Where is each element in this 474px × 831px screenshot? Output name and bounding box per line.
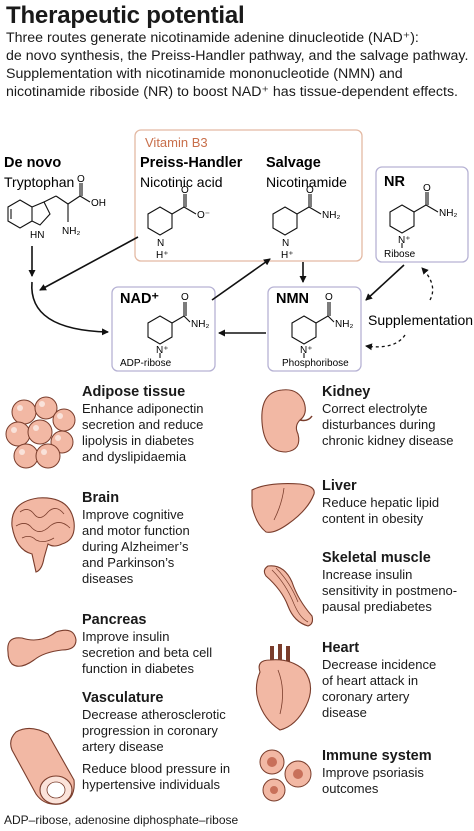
organ-desc: Improve insulin secretion and beta cell …	[82, 629, 213, 676]
adp-ribose-label: ADP-ribose	[120, 358, 172, 369]
kidney-icon	[261, 389, 313, 453]
arrow-nad-to-nicotinamide	[211, 258, 271, 301]
organ-title: Pancreas	[82, 612, 147, 628]
nr-box	[375, 166, 469, 263]
nmn-structure	[291, 302, 335, 358]
phosphoribose-label: Phosphoribose	[282, 358, 349, 369]
organ-kidney: Kidney Correct electrolyte disturbances …	[322, 384, 454, 449]
intro-text: Three routes generate nicotinamide adeni…	[6, 29, 470, 101]
organ-desc: Correct electrolyte disturbances during …	[322, 401, 454, 448]
organ-desc: Increase insulin sensitivity in postmeno…	[322, 567, 458, 614]
nicotinic-acid-structure	[147, 194, 197, 236]
organ-adipose: Adipose tissue Enhance adiponectin secre…	[82, 384, 203, 465]
preiss-handler-title: Preiss-Handler	[140, 155, 243, 171]
liver-icon	[251, 483, 315, 533]
atom-o: O	[423, 183, 431, 194]
heart-icon	[255, 644, 312, 731]
organ-pancreas: Pancreas Improve insulin secretion and b…	[82, 612, 212, 677]
adipose-icon	[5, 396, 76, 469]
atom-o: O	[181, 185, 189, 196]
organ-desc: Enhance adiponectin secretion and reduce…	[82, 401, 204, 464]
supplementation-label: Supplementation	[368, 312, 473, 328]
atom-o: O	[181, 292, 189, 303]
organ-immune-system: Immune system Improve psoriasis outcomes	[322, 748, 432, 797]
organ-skeletal-muscle: Skeletal muscle Increase insulin sensiti…	[322, 550, 457, 615]
nicotinic-acid-label: Nicotinic acid	[140, 174, 222, 190]
atom-o: O	[77, 174, 85, 185]
organ-title: Brain	[82, 490, 120, 506]
atom-n: N	[157, 238, 164, 249]
arrow-nr-to-nmn	[365, 264, 405, 301]
nad-box	[111, 286, 216, 372]
organ-title: Vasculature	[82, 690, 164, 706]
atom-nh2: NH₂	[322, 210, 340, 221]
atom-n: N	[282, 238, 289, 249]
organ-desc: Decrease atherosclerotic progression in …	[82, 707, 226, 754]
tryptophan-structure	[7, 183, 91, 229]
intro-line: Supplementation with nicotinamide mononu…	[6, 66, 403, 82]
nr-structure	[389, 192, 439, 248]
organ-title: Liver	[322, 478, 357, 494]
organ-desc: Decrease incidence of heart attack in co…	[322, 657, 437, 720]
organ-desc-secondary: Reduce blood pressure in hypertensive in…	[82, 761, 231, 792]
organ-title: Kidney	[322, 384, 371, 400]
salvage-title: Salvage	[266, 155, 321, 171]
brain-icon	[11, 497, 75, 573]
tryptophan-label: Tryptophan	[4, 174, 74, 190]
organ-title: Adipose tissue	[82, 384, 186, 400]
organ-title: Heart	[322, 640, 360, 656]
skeletal-muscle-icon	[263, 565, 314, 627]
footnote: ADP–ribose, adenosine diphosphate–ribose	[4, 813, 239, 827]
nr-title: NR	[384, 174, 405, 190]
atom-o-minus: O⁻	[197, 210, 210, 221]
atom-nh2: NH₂	[335, 319, 353, 330]
atom-o: O	[306, 185, 314, 196]
organ-vasculature: Vasculature Decrease atherosclerotic pro…	[82, 690, 230, 793]
organ-desc: Improve cognitive and motor function dur…	[82, 507, 190, 586]
vitamin-b3-box	[134, 129, 363, 262]
nicotinamide-structure	[272, 194, 322, 236]
immune-system-icon	[259, 749, 312, 802]
atom-oh: OH	[91, 198, 106, 209]
intro-line: nicotinamide riboside (NR) to boost NAD⁺…	[6, 84, 458, 100]
vasculature-icon	[10, 727, 75, 805]
organ-desc: Reduce hepatic lipid content in obesity	[322, 495, 440, 526]
atom-nh2: NH₂	[62, 226, 80, 237]
pancreas-icon	[7, 629, 77, 667]
nicotinamide-label: Nicotinamide	[266, 174, 347, 190]
organ-liver: Liver Reduce hepatic lipid content in ob…	[322, 478, 439, 527]
nad-structure	[147, 302, 191, 358]
atom-hn: HN	[30, 230, 44, 241]
supplementation-arrows	[365, 267, 434, 351]
atom-n-plus: N⁺	[300, 345, 313, 356]
atom-n-plus: N⁺	[398, 235, 411, 246]
organ-desc: Improve psoriasis outcomes	[322, 765, 424, 796]
intro-line: de novo synthesis, the Preiss-Handler pa…	[6, 48, 469, 64]
arrow-nicotinic-acid-to-nad	[39, 236, 139, 291]
vitamin-b3-label: Vitamin B3	[145, 135, 208, 150]
organ-title: Immune system	[322, 748, 432, 764]
de-novo-title: De novo	[4, 155, 61, 171]
ribose-label: Ribose	[384, 249, 416, 260]
figure-title: Therapeutic potential	[6, 2, 245, 29]
organ-title: Skeletal muscle	[322, 550, 431, 566]
nmn-title: NMN	[276, 291, 309, 307]
organ-heart: Heart Decrease incidence of heart attack…	[322, 640, 436, 721]
atom-h-plus: H⁺	[281, 250, 294, 261]
pathway-arrows	[28, 236, 405, 337]
nad-title: NAD⁺	[120, 291, 159, 307]
nmn-box	[267, 286, 362, 372]
atom-nh2: NH₂	[191, 319, 209, 330]
atom-o: O	[325, 292, 333, 303]
atom-n-plus: N⁺	[156, 345, 169, 356]
intro-line: Three routes generate nicotinamide adeni…	[6, 30, 419, 46]
arrow-de-novo-to-nad	[31, 281, 109, 336]
atom-nh2: NH₂	[439, 208, 457, 219]
atom-h-plus: H⁺	[156, 250, 169, 261]
organ-brain: Brain Improve cognitive and motor functi…	[82, 490, 190, 587]
